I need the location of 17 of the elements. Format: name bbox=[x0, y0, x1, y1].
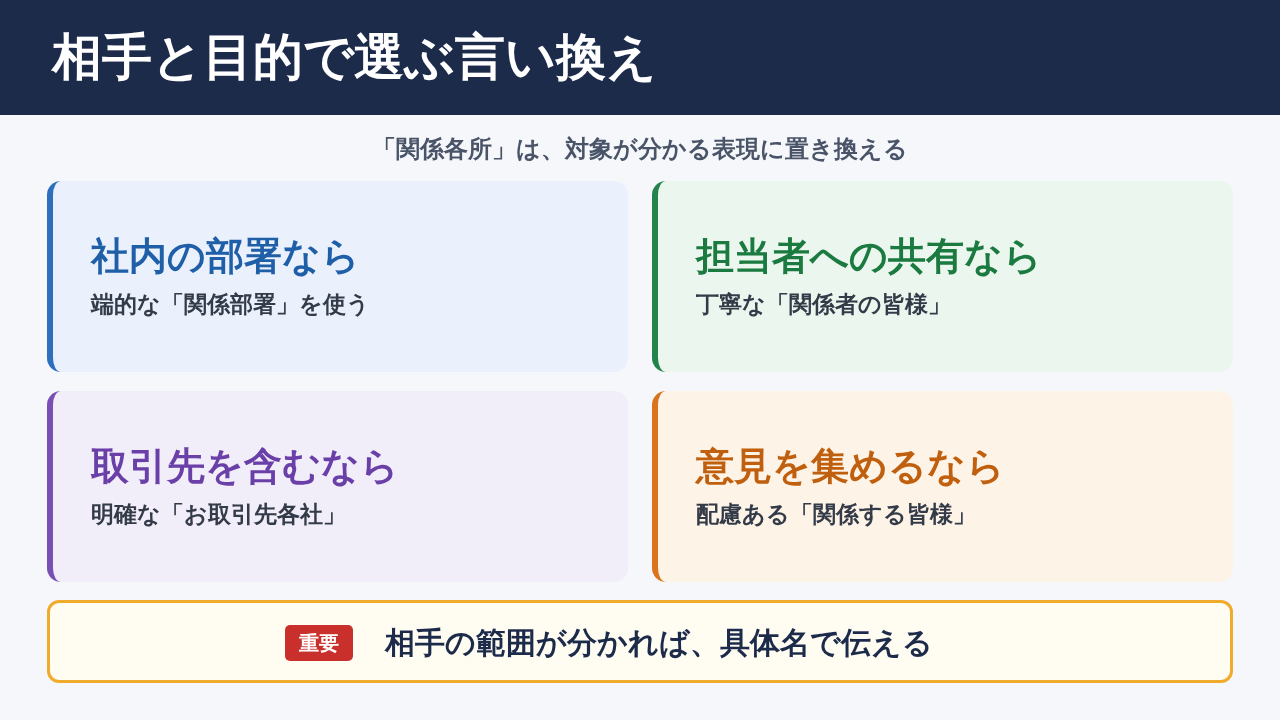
option-card bbox=[652, 391, 1233, 582]
card-heading: 担当者への共有なら bbox=[696, 233, 1042, 280]
card-text: 配慮ある「関係する皆様」 bbox=[696, 500, 976, 529]
note-box bbox=[47, 600, 1233, 683]
card-text: 丁寧な「関係者の皆様」 bbox=[696, 290, 951, 319]
card-heading: 社内の部署なら bbox=[91, 233, 360, 280]
option-card bbox=[47, 391, 628, 582]
important-badge: 重要 bbox=[285, 625, 353, 661]
card-text: 明確な「お取引先各社」 bbox=[91, 500, 346, 529]
slide-title: 相手と目的で選ぶ言い換え bbox=[52, 27, 657, 88]
option-card bbox=[47, 181, 628, 372]
option-card bbox=[652, 181, 1233, 372]
card-heading: 意見を集めるなら bbox=[696, 443, 1005, 490]
note-text: 相手の範囲が分かれば、具体名で伝える bbox=[385, 624, 933, 662]
subtitle: 「関係各所」は、対象が分かる表現に置き換える bbox=[371, 134, 909, 165]
card-heading: 取引先を含むなら bbox=[91, 443, 399, 490]
card-text: 端的な「関係部署」を使う bbox=[91, 290, 370, 319]
